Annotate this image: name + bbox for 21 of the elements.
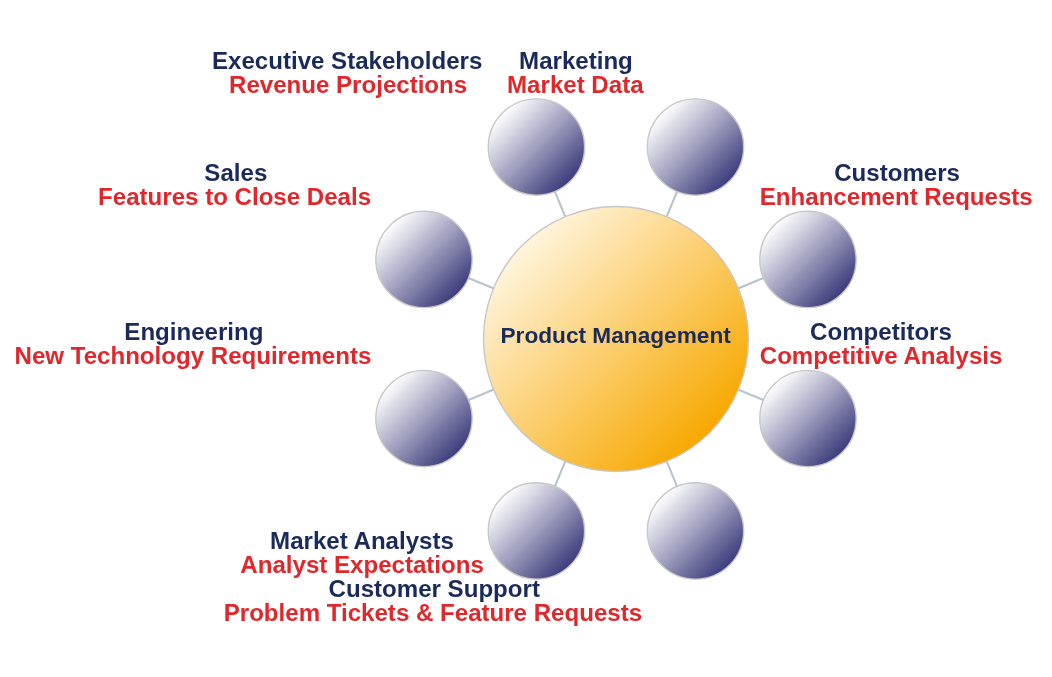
node-circle — [375, 210, 473, 308]
node-circle — [759, 210, 857, 308]
connector — [738, 276, 764, 289]
node-label: Market Analysts — [270, 526, 454, 554]
connector — [468, 276, 494, 289]
node-circle — [487, 481, 586, 580]
node-circle: Product Management — [482, 205, 750, 472]
node-label: Marketing — [519, 46, 633, 74]
connector — [468, 388, 494, 401]
connector — [553, 460, 567, 487]
connector — [553, 190, 567, 217]
node-label: Engineering — [124, 317, 264, 345]
node-circle — [487, 97, 586, 196]
node-circle — [375, 369, 473, 467]
node-label: Competitors — [810, 317, 952, 345]
connector — [665, 460, 678, 487]
connector — [665, 190, 678, 217]
node-circle — [646, 97, 745, 196]
connector — [738, 388, 764, 401]
node-circle — [759, 369, 857, 467]
node-circle — [646, 481, 745, 580]
